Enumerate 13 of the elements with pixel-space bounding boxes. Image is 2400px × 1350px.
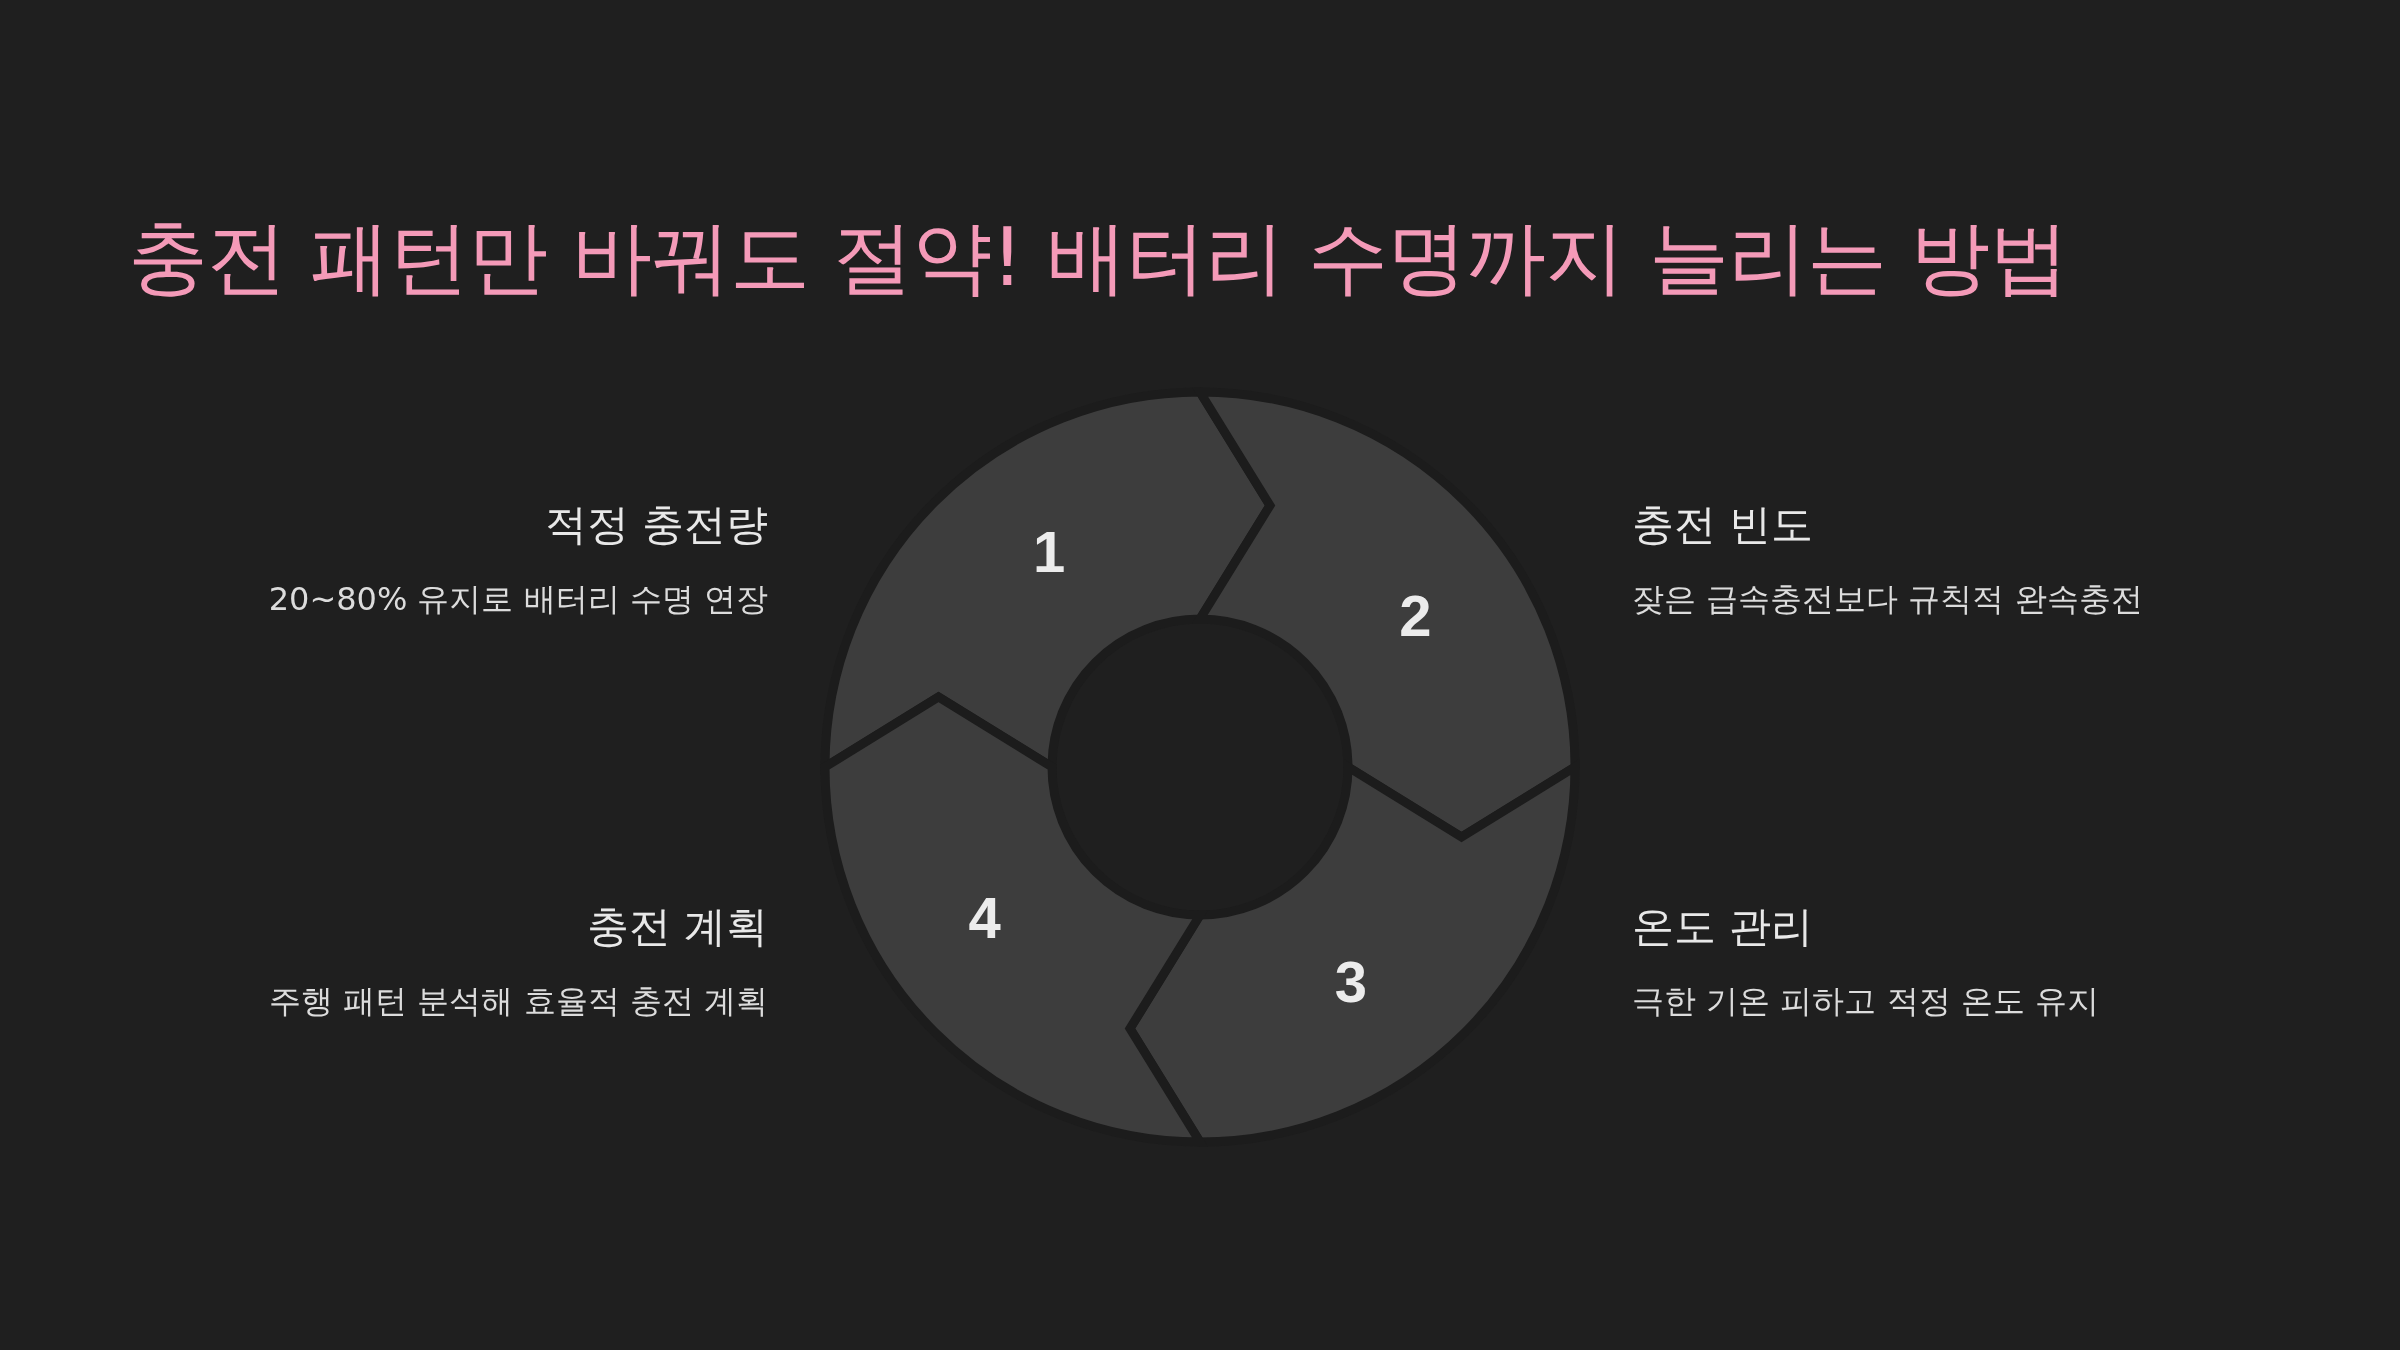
step-description: 주행 패턴 분석해 효율적 충전 계획 xyxy=(269,982,768,1021)
step-number: 1 xyxy=(1033,522,1066,581)
title: 충전 패턴만 바꿔도 절약! 배터리 수명까지 늘리는 방법 xyxy=(128,210,2069,306)
step-heading: 충전 빈도 xyxy=(1632,500,1814,551)
step-description: 극한 기온 피하고 적정 온도 유지 xyxy=(1632,982,2099,1021)
step-heading: 충전 계획 xyxy=(586,902,768,953)
step-number: 4 xyxy=(968,888,1001,947)
step-heading: 적정 충전량 xyxy=(544,500,768,551)
step-number: 3 xyxy=(1334,953,1367,1012)
step-description: 20~80% 유지로 배터리 수명 연장 xyxy=(268,580,768,619)
step-description: 잦은 급속충전보다 규칙적 완속충전 xyxy=(1632,580,2143,619)
step-heading: 온도 관리 xyxy=(1632,902,1814,953)
step-number: 2 xyxy=(1399,587,1432,646)
